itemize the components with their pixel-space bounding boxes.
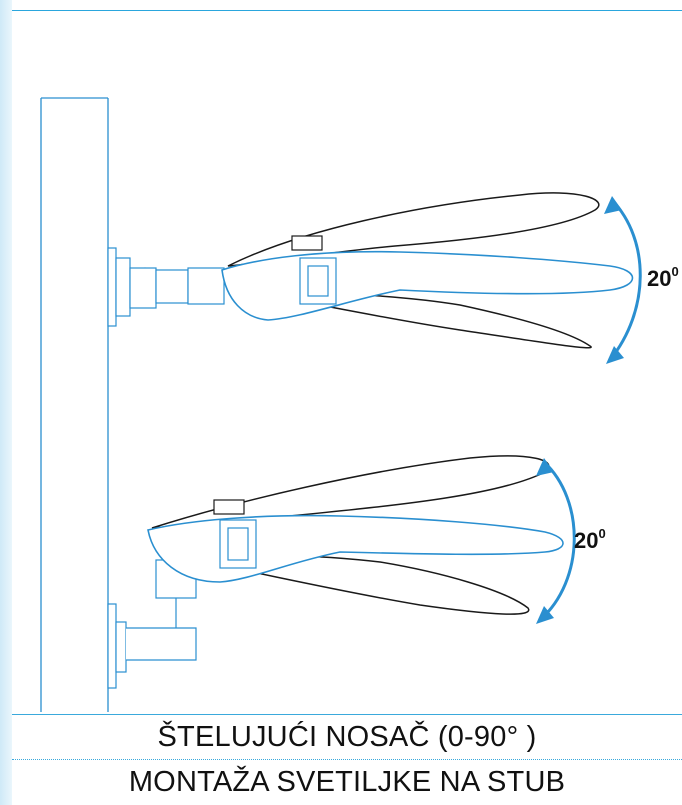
luminaire-mounting-drawing bbox=[40, 97, 642, 712]
caption-pole-mounting: MONTAŽA SVETILJKE NA STUB bbox=[12, 760, 682, 804]
upper-mount-plate bbox=[107, 247, 157, 327]
upper-angle-value: 20 bbox=[647, 266, 672, 291]
upper-bracket bbox=[291, 235, 337, 305]
lower-angle-value: 20 bbox=[574, 528, 599, 553]
upper-angle-label: 200 bbox=[647, 264, 679, 292]
lower-angle-unit: 0 bbox=[598, 526, 606, 541]
left-margin-strip bbox=[0, 0, 12, 805]
upper-angle-unit: 0 bbox=[671, 264, 679, 279]
upper-angle-arrow bbox=[604, 196, 642, 364]
pole bbox=[40, 97, 109, 712]
caption-line-2: MONTAŽA SVETILJKE NA STUB bbox=[128, 765, 566, 798]
upper-arm bbox=[155, 267, 225, 305]
lower-angle-arrow bbox=[536, 458, 576, 624]
lower-angle-label: 200 bbox=[574, 526, 606, 554]
lower-bracket bbox=[213, 499, 257, 569]
upper-luminaire bbox=[107, 192, 642, 364]
lower-wall-bracket bbox=[107, 559, 197, 689]
caption-line-1: ŠTELUJUĆI NOSAČ (0-90° ) bbox=[157, 720, 537, 753]
top-border-rule bbox=[12, 10, 682, 11]
caption-adjustable-bracket: ŠTELUJUĆI NOSAČ (0-90° ) bbox=[12, 714, 682, 760]
lower-luminaire bbox=[107, 455, 576, 689]
